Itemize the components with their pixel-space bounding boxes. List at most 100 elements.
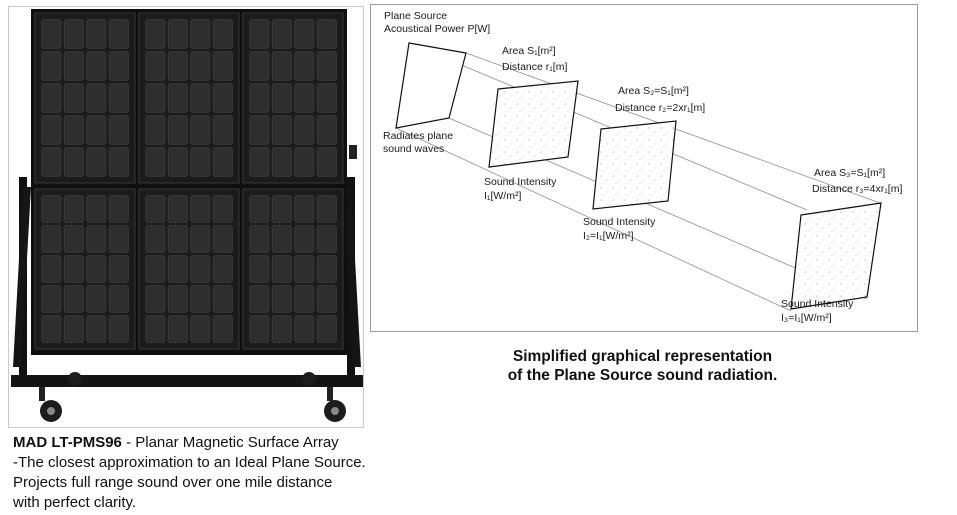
diagram-caption: Simplified graphical representation of t… bbox=[470, 347, 815, 385]
product-description-line: -The closest approximation to an Ideal P… bbox=[13, 454, 366, 471]
driver-cell bbox=[294, 19, 315, 49]
driver-cell bbox=[167, 225, 188, 253]
driver-cell bbox=[167, 147, 188, 177]
driver-cell bbox=[41, 51, 62, 81]
driver-cell bbox=[41, 285, 62, 313]
driver-cell bbox=[271, 255, 292, 283]
driver-cell bbox=[271, 83, 292, 113]
driver-cell bbox=[167, 19, 188, 49]
driver-cell bbox=[108, 19, 129, 49]
driver-cell bbox=[41, 115, 62, 145]
driver-cell bbox=[316, 315, 337, 343]
driver-cell bbox=[316, 83, 337, 113]
driver-cell bbox=[271, 285, 292, 313]
driver-cell bbox=[316, 19, 337, 49]
driver-cell bbox=[212, 225, 233, 253]
driver-cell bbox=[63, 225, 84, 253]
driver-cell bbox=[86, 51, 107, 81]
driver-cell bbox=[167, 285, 188, 313]
driver-cell bbox=[145, 147, 166, 177]
driver-cell bbox=[212, 315, 233, 343]
driver-cell bbox=[249, 115, 270, 145]
driver-cell bbox=[294, 315, 315, 343]
diagram-canvas: Plane Source Acoustical Power P[W] Radia… bbox=[383, 10, 902, 324]
driver-cell bbox=[249, 255, 270, 283]
driver-cell bbox=[63, 115, 84, 145]
driver-cell bbox=[294, 195, 315, 223]
driver-cell bbox=[145, 225, 166, 253]
caster-wheels bbox=[40, 372, 346, 422]
plane-1-intensity-label: Sound Intensity I₁[W/m²] bbox=[484, 176, 559, 202]
diagram-caption-line: of the Plane Source sound radiation. bbox=[507, 367, 778, 384]
plane-2-area-label: Area S₂=S₁[m²] Distance r₂=2xr₁[m] bbox=[615, 85, 705, 114]
driver-cell bbox=[108, 255, 129, 283]
driver-cell bbox=[249, 147, 270, 177]
driver-cell bbox=[271, 147, 292, 177]
driver-cell bbox=[294, 225, 315, 253]
driver-cell bbox=[86, 83, 107, 113]
driver-cell bbox=[108, 51, 129, 81]
plane-3-intensity-label: Sound Intensity I₃=I₁[W/m²] bbox=[781, 298, 856, 324]
driver-cell bbox=[145, 195, 166, 223]
driver-cell bbox=[167, 115, 188, 145]
driver-cell bbox=[316, 285, 337, 313]
driver-cell bbox=[271, 315, 292, 343]
driver-cell bbox=[145, 285, 166, 313]
driver-cell bbox=[190, 285, 211, 313]
driver-cell bbox=[190, 315, 211, 343]
driver-cell bbox=[190, 195, 211, 223]
driver-cell bbox=[271, 51, 292, 81]
source-label: Plane Source Acoustical Power P[W] bbox=[384, 10, 490, 35]
driver-cell bbox=[86, 255, 107, 283]
product-caption: MAD LT-PMS96 - Planar Magnetic Surface A… bbox=[13, 433, 433, 513]
driver-cell bbox=[108, 285, 129, 313]
driver-cell bbox=[41, 315, 62, 343]
driver-cell bbox=[108, 195, 129, 223]
planar-panel-array bbox=[31, 9, 347, 355]
driver-cell bbox=[145, 83, 166, 113]
driver-cell bbox=[108, 315, 129, 343]
driver-cell bbox=[167, 83, 188, 113]
product-description-line: with perfect clarity. bbox=[13, 494, 137, 511]
driver-cell bbox=[63, 195, 84, 223]
product-description-line: Projects full range sound over one mile … bbox=[13, 474, 333, 491]
driver-cell bbox=[167, 315, 188, 343]
driver-cell bbox=[41, 147, 62, 177]
driver-cell bbox=[63, 19, 84, 49]
driver-cell bbox=[212, 51, 233, 81]
driver-cell bbox=[86, 195, 107, 223]
driver-cell bbox=[108, 225, 129, 253]
driver-cell bbox=[86, 115, 107, 145]
driver-cell bbox=[212, 147, 233, 177]
radiates-label: Radiates plane sound waves bbox=[383, 130, 456, 155]
speaker-array-image bbox=[11, 9, 363, 422]
driver-cell bbox=[86, 225, 107, 253]
diagram-caption-line: Simplified graphical representation bbox=[512, 348, 773, 365]
driver-cell bbox=[86, 285, 107, 313]
driver-cell bbox=[212, 255, 233, 283]
driver-cell bbox=[212, 115, 233, 145]
driver-cell bbox=[41, 83, 62, 113]
driver-cell bbox=[145, 19, 166, 49]
driver-cell bbox=[167, 255, 188, 283]
driver-cell bbox=[249, 195, 270, 223]
driver-cell bbox=[212, 285, 233, 313]
driver-cell bbox=[63, 285, 84, 313]
driver-cell bbox=[86, 147, 107, 177]
driver-cell bbox=[249, 51, 270, 81]
driver-cell bbox=[294, 255, 315, 283]
driver-cell bbox=[108, 147, 129, 177]
driver-cell bbox=[271, 19, 292, 49]
driver-cell bbox=[41, 255, 62, 283]
driver-cell bbox=[316, 225, 337, 253]
driver-cell bbox=[86, 315, 107, 343]
driver-cell bbox=[212, 83, 233, 113]
driver-cell bbox=[63, 255, 84, 283]
driver-cell bbox=[316, 115, 337, 145]
driver-cell bbox=[316, 255, 337, 283]
driver-cell bbox=[63, 83, 84, 113]
plane-1-area-label: Area S₁[m²] Distance r₁[m] bbox=[502, 45, 567, 73]
driver-cell bbox=[108, 115, 129, 145]
driver-cell bbox=[316, 147, 337, 177]
driver-cell bbox=[294, 115, 315, 145]
